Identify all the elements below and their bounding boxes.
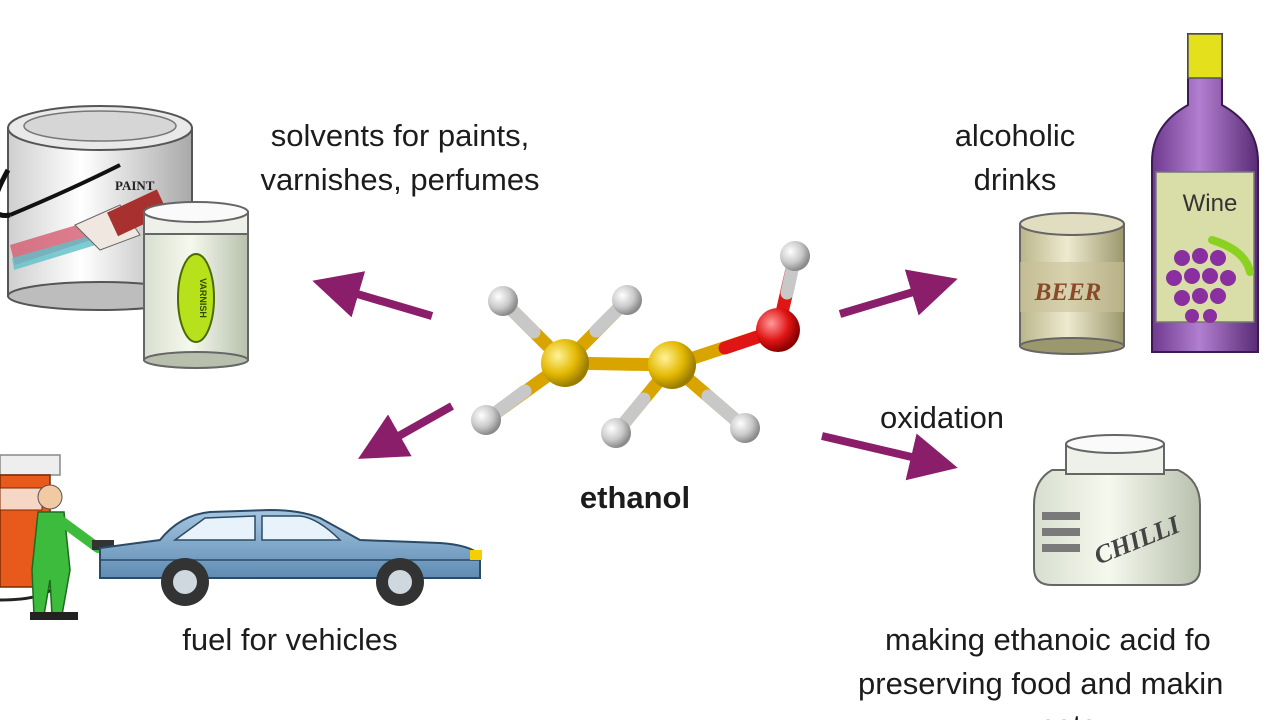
carbon-atom [648, 341, 696, 389]
solvents-label-line2: varnishes, perfumes [260, 162, 540, 197]
varnish-jar-label: VARNISH [198, 278, 208, 318]
grapes-icon [1166, 248, 1236, 323]
hydrogen-atom [612, 285, 642, 315]
attendant-illustration [30, 484, 114, 620]
wine-bottle-illustration: Wine [1151, 33, 1259, 353]
ethanoic-acid-label: making ethanoic acid fo preserving food … [855, 618, 1280, 720]
arrow-oxidation [821, 432, 958, 481]
arrow-to-solvents [312, 271, 434, 320]
ethanoic-acid-line1: making ethanoic acid fo [885, 622, 1211, 657]
drinks-label-line1: alcoholic [954, 118, 1076, 153]
oxygen-atom [756, 308, 800, 352]
molecule-bonds [479, 249, 802, 440]
carbon-atom [541, 339, 589, 387]
beer-can-label: BEER [1034, 279, 1102, 306]
hydrogen-atom [601, 418, 631, 448]
drinks-label: alcoholic drinks [915, 114, 1115, 202]
ethanoic-acid-line2: preserving food and makin [858, 666, 1224, 701]
ethanoic-acid-line3: catsu [1040, 704, 1114, 720]
oxidation-label: oxidation [879, 400, 1005, 435]
hydrogen-atom [471, 405, 501, 435]
ethanol-label: ethanol [579, 480, 691, 515]
solvents-label-line1: solvents for paints, [270, 118, 530, 153]
wine-bottle-label: Wine [1183, 190, 1238, 217]
hydrogen-atom [488, 286, 518, 316]
arrow-to-fuel [358, 402, 454, 459]
hydrogen-atom [730, 413, 760, 443]
hydrogen-atom [780, 241, 810, 271]
drinks-label-line2: drinks [973, 162, 1057, 197]
solvents-label: solvents for paints, varnishes, perfumes [225, 114, 575, 202]
arrow-to-drinks [838, 269, 958, 318]
ethanol-molecule [471, 241, 810, 448]
car-illustration [99, 508, 482, 606]
beer-can-illustration: BEER [1019, 212, 1125, 355]
paint-can-label: PAINT [115, 178, 155, 193]
fuel-label: fuel for vehicles [182, 622, 398, 657]
varnish-jar-illustration: VARNISH [143, 201, 249, 369]
sauce-jar-illustration: CHILLI [1033, 434, 1201, 586]
